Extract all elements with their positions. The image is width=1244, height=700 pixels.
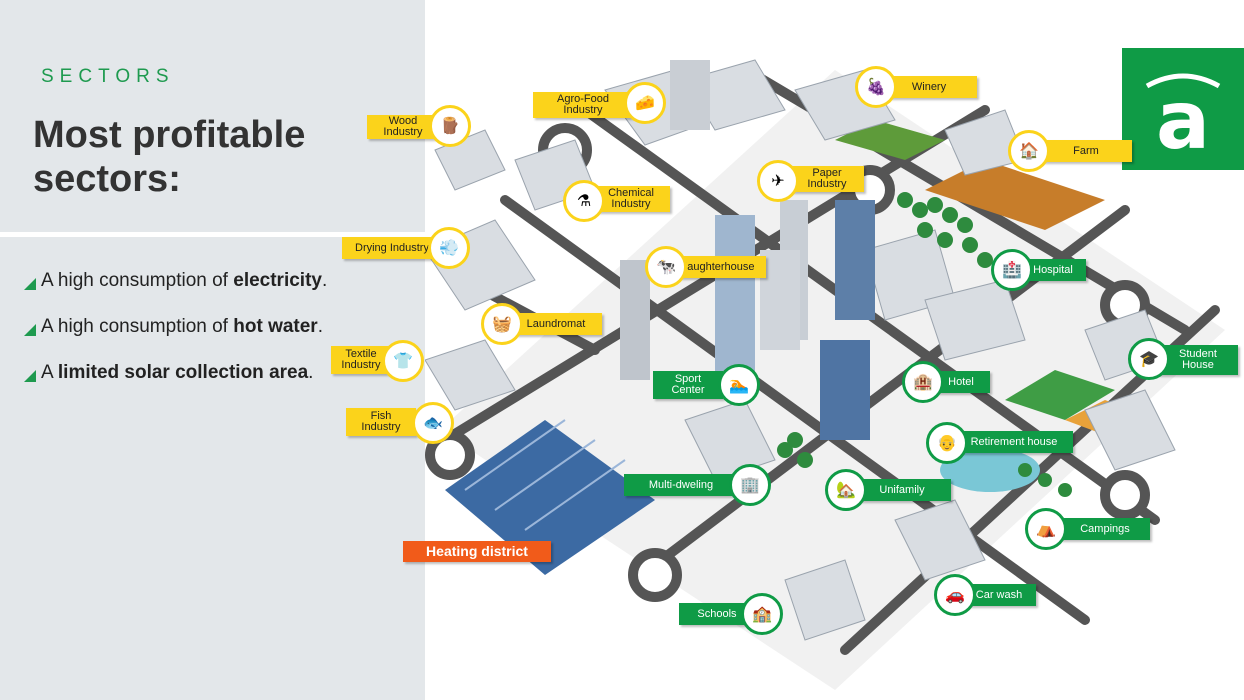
flask-icon: ⚗	[563, 180, 605, 222]
pool-icon: 🏊	[718, 364, 760, 406]
label-unifamily: Unifamily	[853, 479, 951, 501]
house-icon: 🏡	[825, 469, 867, 511]
bullet-triangle-icon	[24, 278, 36, 290]
barn-icon: 🏠	[1008, 130, 1050, 172]
brand-logo: a	[1122, 48, 1244, 170]
svg-text:a: a	[1156, 74, 1210, 167]
title-line-2: sectors:	[33, 158, 181, 200]
label-schools: Schools	[679, 603, 755, 625]
wood-industry-icon: 🪵	[429, 105, 471, 147]
bullet-item: A high consumption of electricity.	[24, 270, 424, 316]
bullet-triangle-icon	[24, 324, 36, 336]
bullet-item: A high consumption of hot water.	[24, 316, 424, 362]
graduation-cap-icon: 🎓	[1128, 338, 1170, 380]
agro-food-icon: 🧀	[624, 82, 666, 124]
apartment-icon: 🏢	[729, 464, 771, 506]
school-icon: 🏫	[741, 593, 783, 635]
car-wash-icon: 🚗	[934, 574, 976, 616]
bullet-list: A high consumption of electricity. A hig…	[24, 270, 424, 408]
label-campings: Campings	[1060, 518, 1150, 540]
laundry-basket-icon: 🧺	[481, 303, 523, 345]
title-line-1: Most profitable	[33, 114, 306, 156]
hospital-icon: 🏥	[991, 249, 1033, 291]
tent-icon: ⛺	[1025, 508, 1067, 550]
label-farm: Farm	[1040, 140, 1132, 162]
divider	[0, 232, 425, 237]
label-heating-district: Heating district	[403, 541, 551, 562]
city-illustration	[425, 59, 1225, 690]
elderly-people-icon: 👴	[926, 422, 968, 464]
paper-plane-icon: ✈	[757, 160, 799, 202]
bullet-item: A limited solar collection area.	[24, 362, 424, 408]
title-area	[0, 0, 425, 232]
section-kicker: SECTORS	[41, 66, 175, 87]
label-hotel: Hotel	[932, 371, 990, 393]
hair-dryer-icon: 💨	[428, 227, 470, 269]
bullet-triangle-icon	[24, 370, 36, 382]
label-retirement-house: Retirement house	[955, 431, 1073, 453]
label-multi-dweling: Multi-dweling	[624, 474, 738, 496]
fish-icon: 🐟	[412, 402, 454, 444]
label-laundromat: Laundromat	[510, 313, 602, 335]
label-drying-industry: Drying Industry	[342, 237, 442, 259]
label-car-wash: Car wash	[962, 584, 1036, 606]
cow-icon: 🐄	[645, 246, 687, 288]
tshirt-icon: 👕	[382, 340, 424, 382]
label-winery: Winery	[881, 76, 977, 98]
hotel-icon: 🏨	[902, 361, 944, 403]
logo-arc-icon: a	[1145, 73, 1221, 167]
label-slaughterhouse: Slaughterhouse	[666, 256, 766, 278]
page-title: Most profitable sectors:	[33, 113, 413, 201]
grapes-icon: 🍇	[855, 66, 897, 108]
label-hospital: Hospital	[1020, 259, 1086, 281]
